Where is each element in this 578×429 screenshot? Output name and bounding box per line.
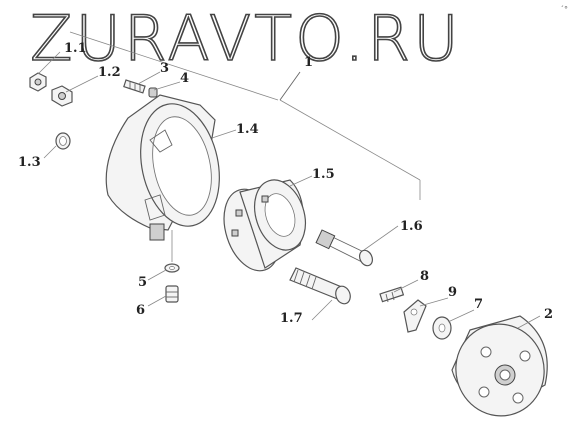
part-7-washer — [432, 316, 452, 340]
part-1-3-ring — [55, 132, 71, 150]
part-2-hub — [451, 315, 548, 417]
callout-1-7: 1.7 — [280, 311, 303, 326]
part-1-1-nut — [29, 72, 47, 92]
part-4-nut — [148, 87, 158, 98]
part-1-5-drum — [223, 179, 306, 272]
callout-8: 8 — [420, 269, 429, 284]
part-8-bolt — [379, 286, 405, 303]
callout-9: 9 — [448, 285, 457, 300]
callout-4: 4 — [180, 71, 189, 86]
callout-1-3: 1.3 — [18, 155, 41, 170]
callout-1-2: 1.2 — [98, 65, 121, 80]
callout-1-6: 1.6 — [400, 219, 423, 234]
callout-6: 6 — [136, 303, 145, 318]
part-1-7-shaft — [289, 267, 351, 305]
callout-7: 7 — [474, 297, 483, 312]
part-5-washer — [164, 263, 180, 273]
callout-1-1: 1.1 — [64, 41, 87, 56]
part-1-4-housing — [105, 94, 220, 262]
part-1-2-washer — [51, 85, 73, 107]
group-1-leader-lines — [69, 31, 421, 200]
part-3-screw — [123, 79, 146, 94]
part-6-bolt — [165, 285, 179, 303]
callout-1: 1 — [304, 55, 313, 70]
callout-1-5: 1.5 — [312, 167, 335, 182]
part-1-6-shaft — [315, 229, 374, 267]
callout-leaders — [37, 51, 541, 329]
callout-2: 2 — [544, 307, 553, 322]
watermark: ZURAVTO.RU — [30, 2, 462, 75]
callout-1-4: 1.4 — [236, 122, 259, 137]
callout-5: 5 — [138, 275, 147, 290]
corner-mark: ´° — [560, 4, 568, 14]
callout-3: 3 — [160, 61, 169, 76]
part-9-lock-plate — [403, 299, 427, 333]
